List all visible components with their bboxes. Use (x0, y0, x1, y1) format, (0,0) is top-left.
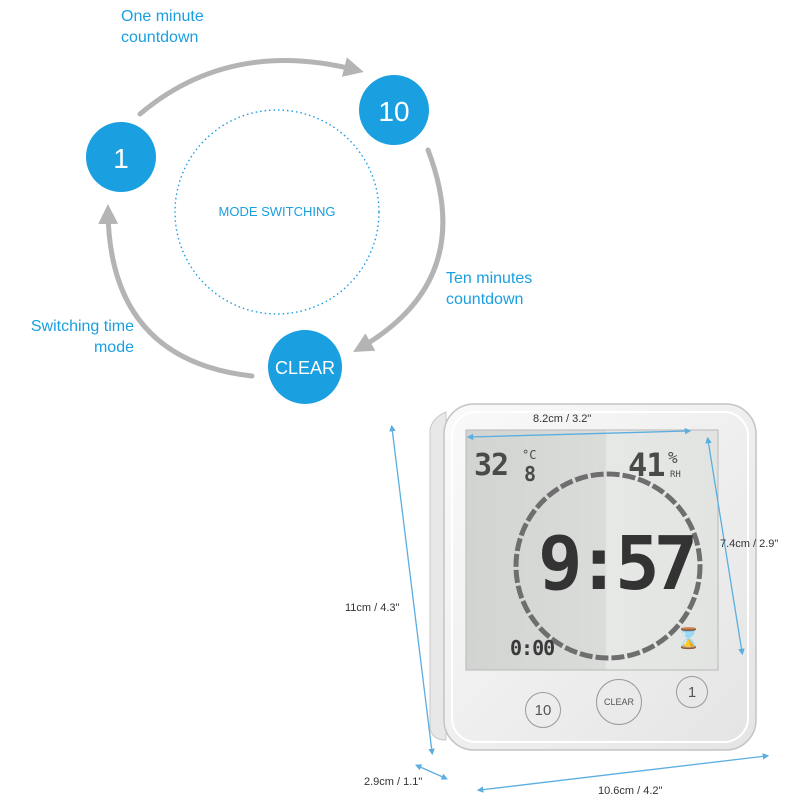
annotation-one-minute-line2: countdown (121, 29, 199, 46)
mode-switching-label: MODE SWITCHING (219, 204, 336, 219)
node-clear-circle (268, 330, 342, 404)
clear-button[interactable]: CLEAR (596, 679, 642, 725)
dim-body-width: 10.6cm / 4.2" (598, 785, 663, 797)
temperature-whole: 32 (474, 448, 509, 483)
annotation-switching-time: Switching time mode (6, 316, 134, 358)
node-clear-label: CLEAR (275, 358, 335, 378)
clock-device (429, 403, 757, 751)
humidity-readout: 41 % RH (628, 446, 681, 484)
annotation-one-minute: One minute countdown (121, 6, 204, 48)
dim-body-height: 11cm / 4.3" (345, 602, 400, 614)
arc-clear-to-one (98, 204, 255, 379)
temperature-unit: °C (522, 448, 537, 462)
humidity-rh-label: RH (670, 470, 681, 480)
dim-line-screen-width (466, 427, 692, 441)
one-minute-button[interactable]: 1 (676, 676, 708, 708)
time-readout: 9:57 (538, 521, 698, 607)
annotation-ten-minutes: Ten minutes countdown (446, 268, 532, 310)
dim-screen-width: 8.2cm / 3.2" (533, 413, 592, 425)
dim-depth: 2.9cm / 1.1" (364, 776, 423, 788)
ten-minute-button[interactable]: 10 (525, 692, 561, 728)
dim-line-screen-height (705, 436, 745, 656)
hourglass-icon: ⌛ (676, 628, 701, 650)
annotation-ten-minutes-line2: countdown (446, 291, 524, 308)
clear-button-label: CLEAR (603, 697, 634, 707)
annotation-switching-time-line2: mode (93, 339, 134, 356)
dim-line-depth (415, 764, 448, 780)
humidity-value: 41 (628, 446, 666, 484)
ten-minute-button-label: 10 (534, 701, 552, 719)
dim-screen-height: 7.4cm / 2.9" (720, 538, 779, 550)
temperature-decimal: 8 (524, 462, 537, 486)
mode-switching-circle (174, 109, 380, 315)
node-ten-circle (359, 75, 429, 145)
node-one-label: 1 (113, 143, 129, 174)
timer-readout: 0:00 (510, 636, 555, 660)
arc-ten-to-clear (353, 147, 446, 352)
annotation-switching-time-line1: Switching time (30, 318, 134, 335)
annotation-ten-minutes-line1: Ten minutes (446, 270, 533, 287)
node-ten-label: 10 (378, 96, 409, 127)
one-minute-button-label: 1 (687, 683, 697, 701)
dim-line-body-height (389, 424, 435, 756)
humidity-unit: % (668, 448, 678, 467)
arc-one-to-ten (137, 57, 364, 117)
temperature-readout: 32 °C 8 (474, 448, 536, 486)
lcd-ring (513, 471, 703, 661)
node-one-circle (86, 122, 156, 192)
annotation-one-minute-line1: One minute (121, 8, 204, 25)
dim-line-body-width (476, 753, 770, 793)
